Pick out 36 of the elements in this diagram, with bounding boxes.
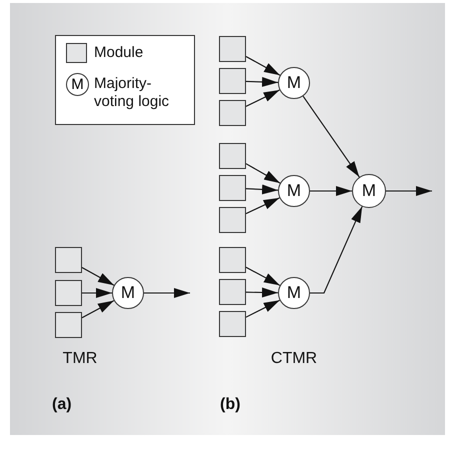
symbol-letter: M (71, 76, 84, 93)
module-box (55, 312, 82, 338)
module-box (219, 143, 246, 169)
arrow (246, 184, 278, 194)
arrow (144, 288, 190, 298)
arrow (246, 300, 280, 318)
module-box (219, 175, 246, 201)
arrow (246, 163, 280, 184)
module-box (55, 280, 82, 306)
arrow (246, 266, 280, 286)
arrow (246, 287, 278, 298)
module-box (219, 207, 246, 233)
arrow (82, 267, 114, 286)
module-box (219, 311, 246, 337)
scheme-label: CTMR (270, 350, 318, 368)
arrow (302, 96, 360, 178)
module-box (219, 100, 246, 126)
arrow (246, 90, 280, 107)
legend-text: Majority-voting logic (94, 75, 170, 111)
legend-text: Module (94, 44, 144, 62)
arrow (246, 197, 280, 214)
arrow (310, 206, 363, 294)
arrow (82, 300, 114, 318)
arrow (246, 56, 280, 76)
module-box (55, 247, 82, 273)
module-box (219, 36, 246, 62)
module-box (219, 68, 246, 94)
panel-label: (b) (220, 396, 240, 414)
arrow (246, 76, 278, 87)
panel-label: (a) (52, 396, 72, 414)
module-box (219, 279, 246, 305)
arrow (82, 288, 112, 298)
module-box (219, 247, 246, 273)
arrow (386, 186, 432, 196)
arrow (310, 186, 352, 196)
scheme-label: TMR (62, 350, 98, 368)
